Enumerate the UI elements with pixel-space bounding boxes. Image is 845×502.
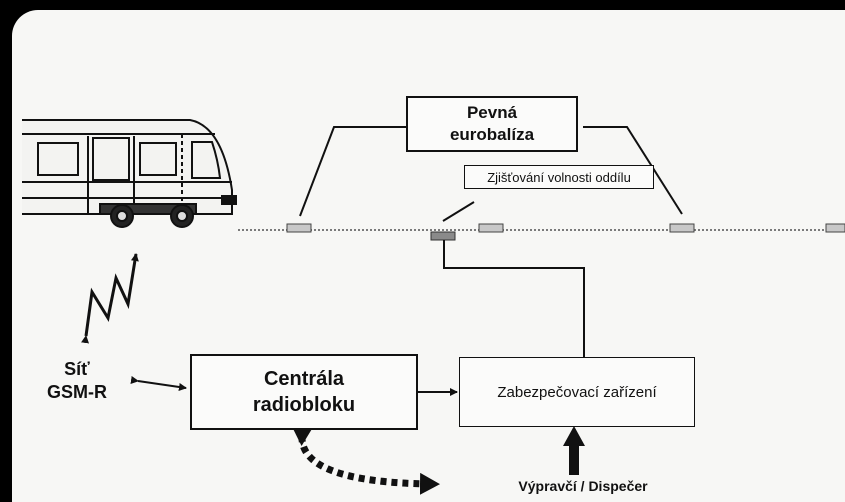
balise-title-box: Pevná eurobalíza [406,96,578,152]
balise-callout-left [299,126,408,217]
dashed-arrow-icon [291,425,440,495]
track-detection-label: Zjišťování volnosti oddílu [487,169,631,185]
balise-icon [286,223,312,233]
balise-title-line2: eurobalíza [449,125,535,144]
radio-wave-icon [81,253,139,344]
rbc-box: Centrála radiobloku [190,354,418,430]
balise-icon [478,223,504,233]
balise-icon [669,223,695,233]
rbc-line2: radiobloku [252,394,356,416]
diagram-paper [12,10,845,502]
train-icon [22,119,237,228]
double-arrow-icon [130,376,187,391]
balise-callout-right [583,126,683,215]
detection-callout [442,201,475,222]
network-line1: Síť [64,359,90,379]
dispatcher-label: Výpravčí / Dispečer [518,478,648,494]
interlocking-box: Zabezpečovací zařízení [459,357,695,427]
rbc-line1: Centrála [263,368,345,390]
gsm-r-network-label: Síť GSM-R [34,358,120,404]
track-detection-box: Zjišťování volnosti oddílu [464,165,654,189]
sensor-link [443,240,585,357]
interlocking-label: Zabezpečovací zařízení [497,383,657,401]
balise-title-line1: Pevná [466,103,518,122]
network-line2: GSM-R [47,382,107,402]
track-detection-sensor [430,231,456,241]
balise-icon [825,223,845,233]
